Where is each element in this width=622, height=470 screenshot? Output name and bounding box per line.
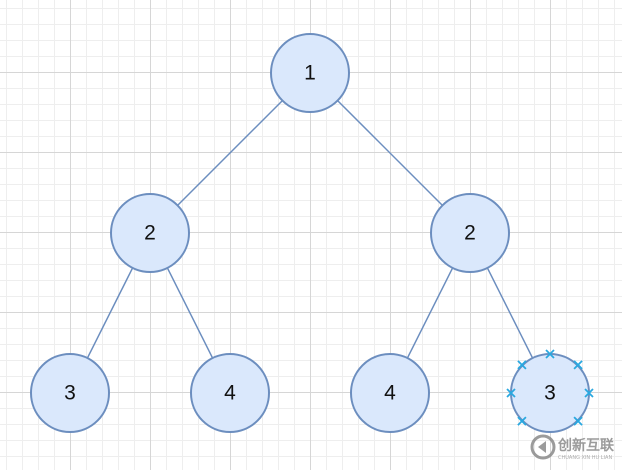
nodes-layer: 1 2 2 3 4 4 3 — [30, 33, 590, 433]
tree-node-right-left[interactable]: 4 — [350, 353, 430, 433]
edges-layer — [86, 100, 534, 359]
tree-node-right[interactable]: 2 — [430, 193, 510, 273]
tree-node-left-left[interactable]: 3 — [30, 353, 110, 433]
tree-node-left[interactable]: 2 — [110, 193, 190, 273]
node-label: 4 — [384, 382, 396, 405]
watermark: 创新互联 CHUANG XIN HU LIAN — [530, 434, 615, 461]
selection-handle-icon[interactable] — [545, 349, 555, 359]
edge-left-to-left-left[interactable] — [86, 267, 134, 359]
edge-right-to-right-right[interactable] — [486, 267, 534, 359]
node-label: 3 — [544, 382, 556, 405]
node-label: 2 — [464, 222, 476, 245]
edge-left-to-left-right[interactable] — [166, 267, 214, 359]
selection-handle-icon[interactable] — [517, 416, 527, 426]
watermark-name: 创新互联 — [557, 437, 615, 454]
tree-node-left-right[interactable]: 4 — [190, 353, 270, 433]
node-circle[interactable] — [270, 33, 350, 113]
handle-stroke — [545, 349, 555, 359]
selection-handle-icon[interactable] — [517, 360, 527, 370]
edge-root-to-left[interactable] — [177, 100, 283, 206]
watermark-subtitle: CHUANG XIN HU LIAN — [558, 455, 612, 461]
handle-stroke — [506, 388, 516, 398]
handle-stroke — [573, 360, 583, 370]
selection-handle-icon[interactable] — [573, 360, 583, 370]
selection-handle-icon[interactable] — [573, 416, 583, 426]
handle-stroke — [517, 360, 527, 370]
edge-right-to-right-left[interactable] — [406, 267, 454, 359]
node-label: 1 — [304, 62, 316, 85]
watermark-logo-icon — [530, 434, 556, 460]
edge-root-to-right[interactable] — [337, 100, 443, 206]
node-label: 2 — [144, 222, 156, 245]
tree-node-root[interactable]: 1 — [270, 33, 350, 113]
node-circle[interactable] — [350, 353, 430, 433]
handle-stroke — [517, 416, 527, 426]
node-label: 3 — [64, 382, 76, 405]
node-circle[interactable] — [110, 193, 190, 273]
node-label: 4 — [224, 382, 236, 405]
node-circle[interactable] — [430, 193, 510, 273]
selection-handle-icon[interactable] — [506, 388, 516, 398]
handle-stroke — [573, 416, 583, 426]
node-circle[interactable] — [190, 353, 270, 433]
watermark-logo-mark — [538, 441, 546, 453]
handle-stroke — [584, 388, 594, 398]
node-circle[interactable] — [30, 353, 110, 433]
selection-handles — [506, 349, 594, 426]
selection-handle-icon[interactable] — [584, 388, 594, 398]
